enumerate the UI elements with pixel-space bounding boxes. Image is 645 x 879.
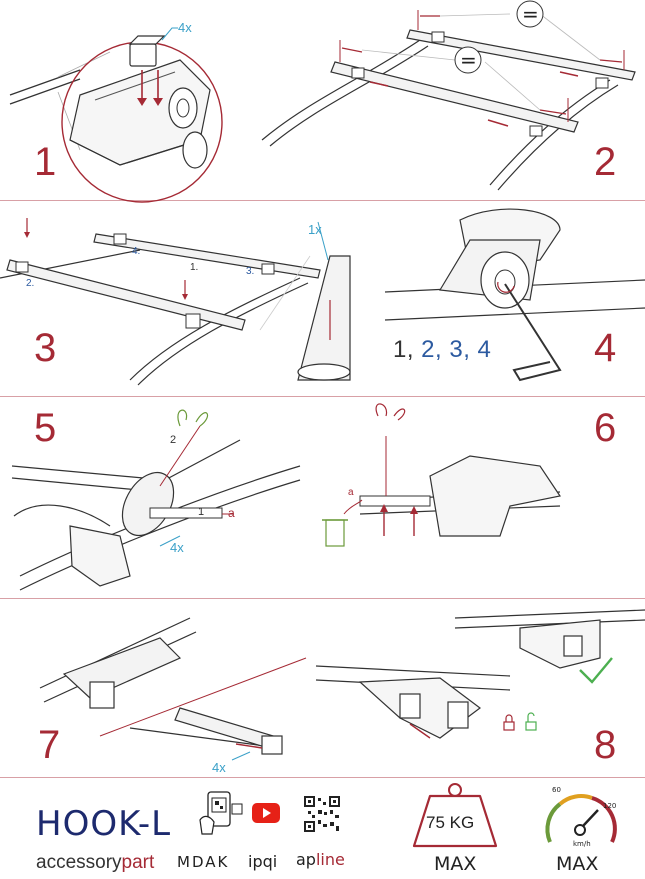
weight-value: 75 KG — [426, 813, 475, 832]
speed-max-label: MAX — [556, 853, 599, 875]
order-step-4: 4 — [470, 336, 492, 363]
divider-3 — [0, 598, 645, 599]
weight-max-label: MAX — [434, 853, 477, 875]
logo-apline-2: line — [315, 850, 345, 869]
logo-apline-1: ap — [296, 850, 316, 869]
step-4-number: 4 — [594, 326, 617, 370]
weight-icon — [412, 783, 498, 848]
step-5-illustration — [11, 409, 301, 591]
logo-apline: apline — [296, 850, 345, 869]
step-2-equal-mid: = — [460, 48, 477, 72]
step-5-mark-a: a — [228, 506, 235, 520]
divider-1 — [0, 200, 645, 201]
step-5-number: 5 — [34, 406, 57, 450]
step-5-mark-1: 1 — [198, 506, 205, 518]
step-1-number: 1 — [34, 140, 57, 184]
step-1-quantity: 4x — [178, 20, 192, 35]
speed-high-label: 120 — [603, 802, 617, 810]
step-1-illustration — [9, 27, 223, 203]
qr-code-icon[interactable] — [304, 796, 340, 832]
product-name: HOOK-L — [36, 804, 172, 844]
brand-accessorypart: accessorypart — [36, 852, 154, 874]
step-2-number: 2 — [594, 140, 617, 184]
order-step-3: 3, — [442, 336, 471, 363]
youtube-icon[interactable] — [252, 803, 280, 823]
step-2-equal-top: = — [522, 2, 539, 26]
step-8-number: 8 — [594, 723, 617, 767]
step-2-illustration — [261, 0, 636, 191]
step-6-illustration — [322, 403, 561, 547]
step-3-label-1: 1. — [190, 262, 199, 273]
step-6-mark-a: a — [348, 487, 354, 498]
speed-low-label: 60 — [552, 786, 561, 794]
logo-ipqi: ipqi — [248, 852, 278, 871]
step-6-number: 6 — [594, 406, 617, 450]
divider-2 — [0, 396, 645, 397]
step-7-quantity: 4x — [212, 760, 226, 775]
speedometer-icon — [545, 794, 617, 843]
step-5-mark-2: 2 — [170, 434, 177, 446]
step-8-illustration — [315, 609, 645, 739]
brand-part-1: accessory — [36, 852, 122, 873]
divider-4 — [0, 777, 645, 778]
step-3-number: 3 — [34, 326, 57, 370]
logo-mdak: MDAK — [177, 853, 230, 871]
speed-unit-label: km/h — [573, 840, 591, 848]
order-step-1: 1, — [393, 336, 415, 363]
step-4-tighten-order: 1, 2, 3, 4 — [393, 336, 491, 364]
step-3-label-2: 2. — [26, 278, 35, 289]
brand-part-2: part — [121, 852, 155, 873]
order-step-2: 2, — [414, 336, 443, 363]
step-3-label-3: 3. — [246, 266, 255, 277]
step-5-quantity: 4x — [170, 540, 184, 555]
step-3-label-4: 4. — [132, 246, 141, 257]
step-3-illustration — [0, 218, 351, 386]
phone-qr-icon — [199, 791, 243, 835]
step-4-illustration — [384, 208, 645, 382]
step-7-illustration — [39, 617, 307, 761]
step-3-quantity: 1x — [308, 222, 322, 237]
step-7-number: 7 — [38, 723, 61, 767]
